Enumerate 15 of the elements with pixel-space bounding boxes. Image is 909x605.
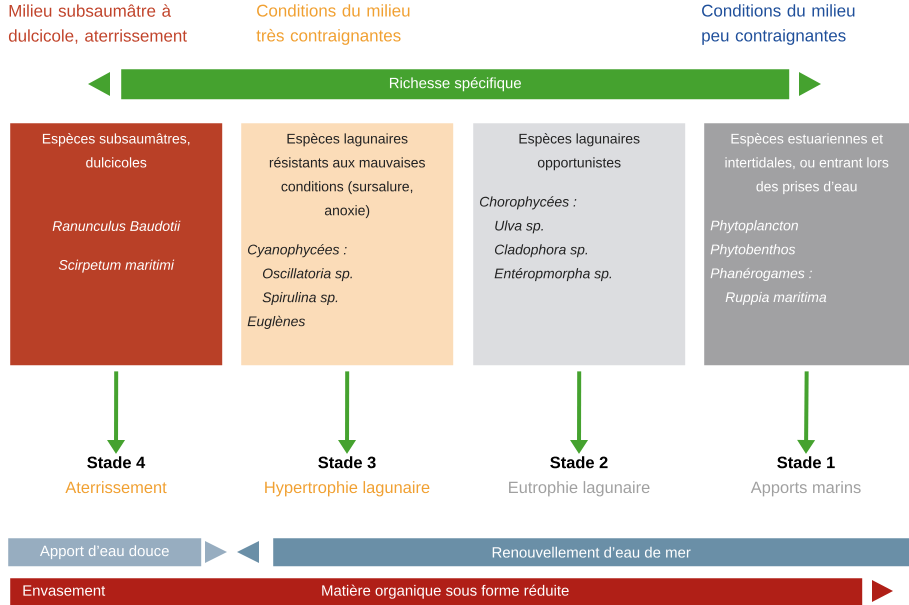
heading-text: Conditions du milieu très contraignantes [256,4,410,45]
arrow-band: Richesse spécifique [88,69,821,100]
species-box: Espèces lagunaires résistants aux mauvaises conditions (sursalure, anoxie) Cyanophycées : Oscillatoria sp. Spirulina sp. Euglènes [241,123,454,366]
arrow-band: Apport d’eau douce [8,538,227,566]
stage-label: Stade 2 Eutrophie lagunaire [509,456,650,496]
species-box: Espèces lagunaires opportunistes Chorophycées : Ulva sp. Cladophora sp. Entéropmorpha sp. [473,123,686,366]
species-box: Espèces estuariennes et intertidales, ou entrant lors des prises d’eau Phytoplancton Phytobenthos Phanérogames : Ruppia maritima [704,123,909,366]
arrow-band: Renouvellement d’eau de mer [237,538,909,566]
heading-text: Milieu subsaumâtre à dulcicole, aterrissement [8,4,187,44]
stage-label: Stade 1 Apports marins [750,456,861,496]
species-box: Espèces subsaumâtres, dulcicoles Ranunculus Baudotii Scirpetum maritimi [10,123,222,366]
stage-label: Stade 4 Aterrissement [65,456,167,494]
heading-text: Conditions du milieu peu contraignantes [702,4,854,45]
arrow-band: Envasement Matière organique sous forme réduite [10,578,893,605]
stage-label: Stade 3 Hypertrophie lagunaire [265,456,430,496]
